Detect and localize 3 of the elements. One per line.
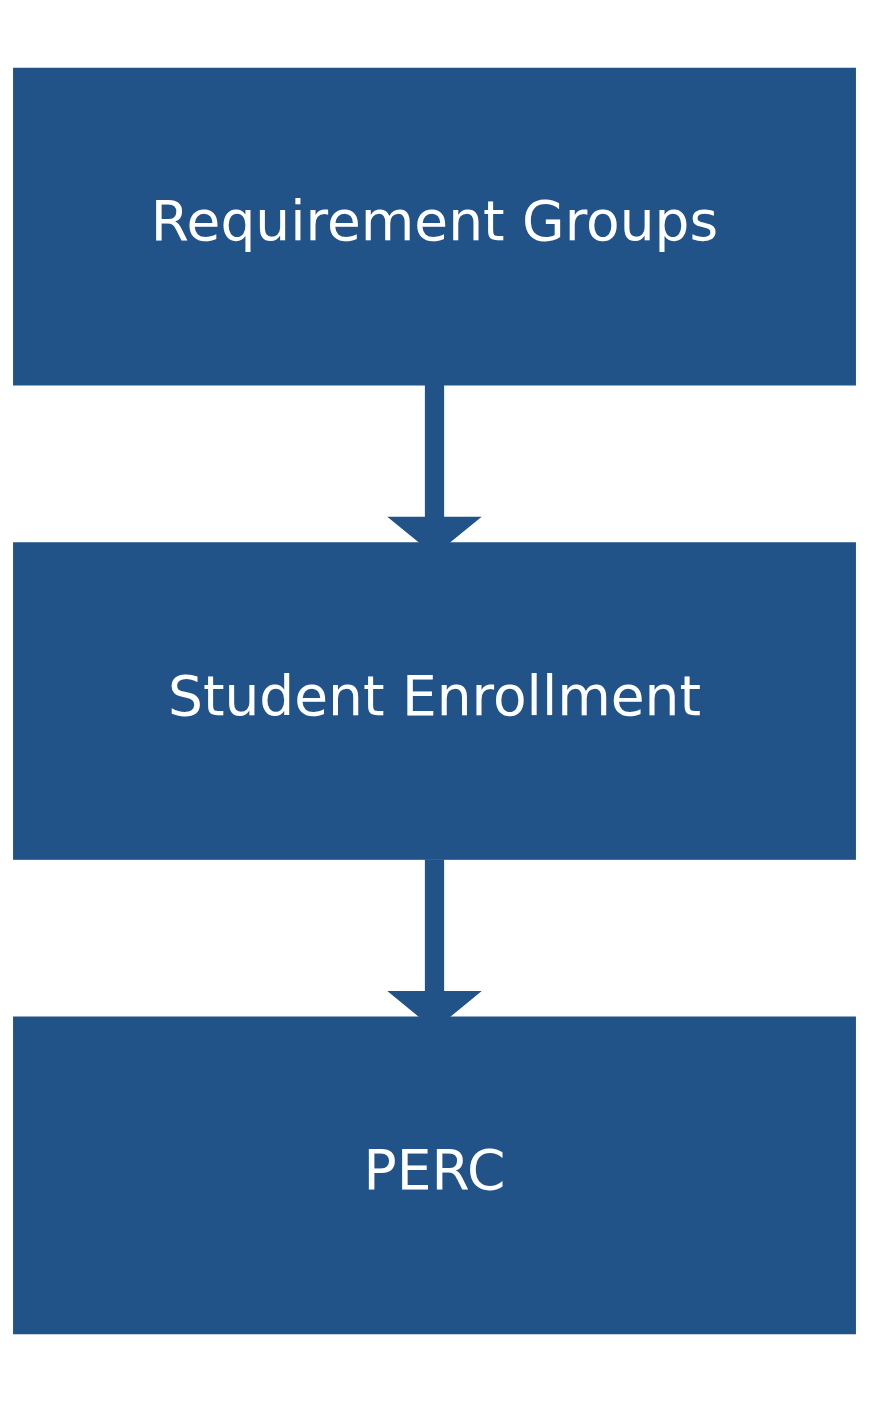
node-box: Student Enrollment <box>13 542 856 860</box>
node-box: PERC <box>13 1016 856 1335</box>
node-box: Requirement Groups <box>13 67 856 386</box>
